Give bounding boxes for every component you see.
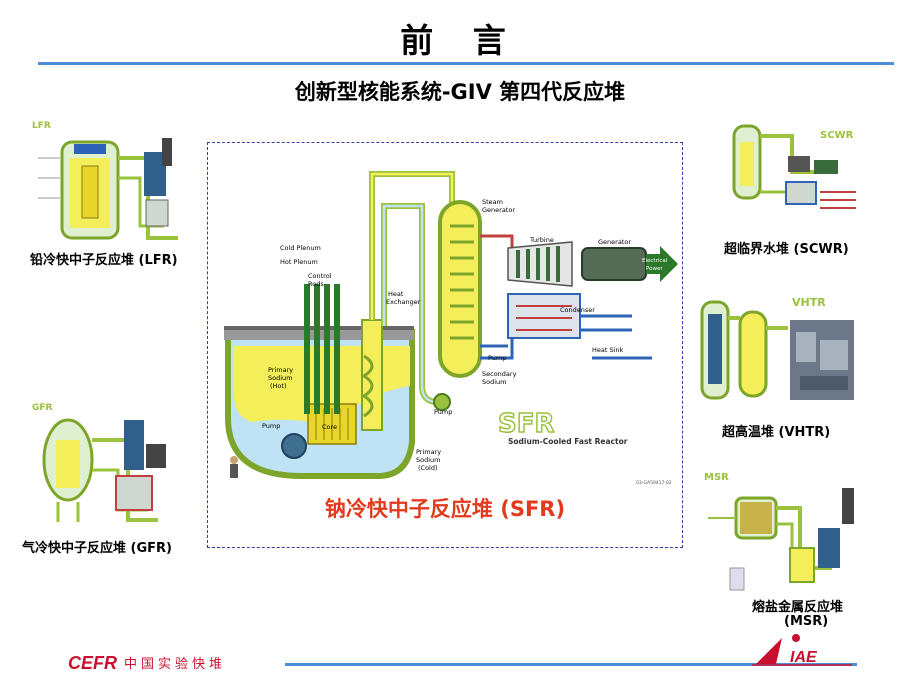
sfr-logo-text: SFR bbox=[498, 409, 555, 439]
scwr-caption: 超临界水堆 (SCWR) bbox=[724, 242, 849, 257]
gfr-caption: 气冷快中子反应堆 (GFR) bbox=[22, 541, 172, 556]
sfr-label-control-rods-2: Rods bbox=[308, 280, 324, 288]
sfr-label-primary-cold-2: Sodium bbox=[416, 456, 441, 464]
sfr-label-heat-sink: Heat Sink bbox=[592, 346, 624, 354]
sfr-label-steam-generator-1: Steam bbox=[482, 198, 503, 206]
sfr-label-primary-hot-3: (Hot) bbox=[270, 382, 287, 390]
sfr-label-pump: Pump bbox=[262, 422, 280, 430]
sfr-frame bbox=[207, 142, 683, 548]
sfr-label-condenser: Condenser bbox=[560, 306, 595, 314]
vhtr-diagram: VHTR bbox=[694, 288, 866, 414]
sfr-label-generator: Generator bbox=[598, 238, 631, 246]
msr-caption-abbr: (MSR) bbox=[784, 614, 829, 629]
vhtr-caption: 超高温堆 (VHTR) bbox=[722, 425, 831, 440]
lfr-tag: LFR bbox=[32, 121, 51, 131]
svg-text:中国实验快堆: 中国实验快堆 bbox=[124, 656, 226, 672]
gfr-tag: GFR bbox=[32, 403, 53, 413]
footer-divider bbox=[285, 663, 857, 666]
scwr-tag: SCWR bbox=[820, 130, 854, 141]
msr-diagram: MSR bbox=[700, 468, 868, 596]
sfr-caption: 钠冷快中子反应堆 (SFR) bbox=[324, 497, 566, 521]
svg-text:CEFR: CEFR bbox=[68, 653, 117, 673]
iae-logo: IAE bbox=[752, 632, 854, 666]
sfr-label-hot-plenum: Hot Plenum bbox=[280, 258, 318, 266]
sfr-label-turbine: Turbine bbox=[529, 236, 554, 244]
page-title: 前 言 bbox=[400, 21, 520, 60]
cefr-logo: CEFR 中国实验快堆 bbox=[68, 651, 268, 675]
msr-tag: MSR bbox=[704, 472, 729, 483]
sfr-label-heat-exchanger-2: Exchanger bbox=[386, 298, 421, 306]
sfr-logo-subtitle: Sodium-Cooled Fast Reactor bbox=[508, 437, 628, 446]
sfr-diagram: Cold Plenum Hot Plenum Control Rods Heat… bbox=[212, 146, 678, 490]
sfr-label-electrical-1: Electrical bbox=[642, 258, 668, 264]
lfr-diagram: LFR bbox=[28, 118, 196, 246]
sfr-label-primary-cold-1: Primary bbox=[416, 448, 441, 456]
sfr-label-heat-exchanger-1: Heat bbox=[388, 290, 404, 298]
sfr-label-secondary-2: Sodium bbox=[482, 378, 507, 386]
page-subtitle: 创新型核能系统-GIV 第四代反应堆 bbox=[294, 80, 626, 104]
sfr-label-primary-cold-3: (Cold) bbox=[418, 464, 438, 472]
gfr-diagram: GFR bbox=[28, 400, 188, 532]
sfr-label-cold-plenum: Cold Plenum bbox=[280, 244, 321, 252]
sfr-label-pump-2: Pump bbox=[488, 354, 506, 362]
lfr-caption: 铅冷快中子反应堆 (LFR) bbox=[30, 253, 178, 268]
svg-text:IAE: IAE bbox=[790, 649, 818, 666]
sfr-label-pump-3: Pump bbox=[434, 408, 452, 416]
sfr-label-primary-hot-1: Primary bbox=[268, 366, 293, 374]
sfr-label-primary-hot-2: Sodium bbox=[268, 374, 293, 382]
sfr-label-control-rods-1: Control bbox=[308, 272, 332, 280]
sfr-label-secondary-1: Secondary bbox=[482, 370, 517, 378]
msr-caption: 熔盐金属反应堆 bbox=[752, 600, 844, 615]
sfr-label-core: Core bbox=[322, 423, 337, 431]
scwr-diagram: SCWR bbox=[716, 112, 864, 230]
sfr-label-steam-generator-2: Generator bbox=[482, 206, 515, 214]
sfr-label-electrical-2: Power bbox=[646, 266, 663, 272]
sfr-figure-code: 03-GA50417-02 bbox=[636, 480, 672, 486]
vhtr-tag: VHTR bbox=[792, 296, 826, 309]
title-divider bbox=[38, 62, 894, 65]
